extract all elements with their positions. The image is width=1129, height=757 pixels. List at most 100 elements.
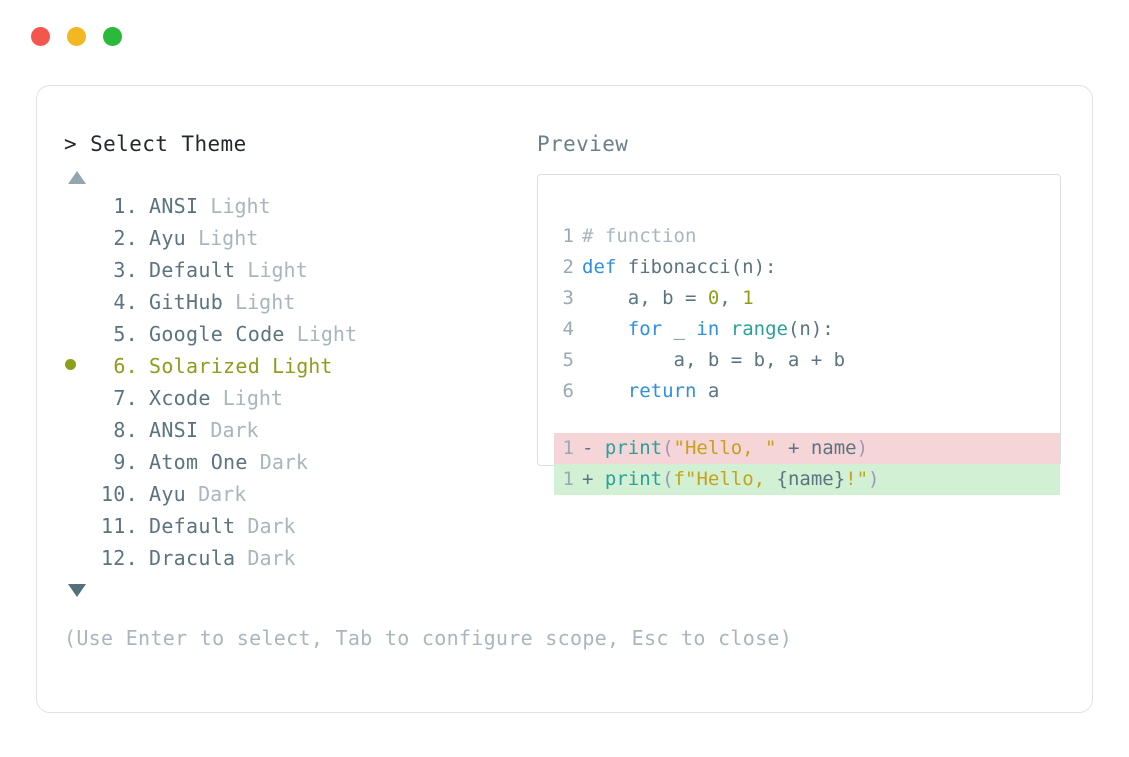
theme-item-variant: Dark [235,546,296,570]
theme-item-index: 1. [113,194,138,218]
code-token: !" [845,468,869,490]
theme-list-item[interactable]: 7. Xcode Light [64,382,534,414]
theme-list-item[interactable]: 9. Atom One Dark [64,446,534,478]
theme-list-item[interactable]: 8. ANSI Dark [64,414,534,446]
theme-list-item[interactable]: 3.Default Light [64,254,534,286]
theme-item-index: 7. [113,386,138,410]
code-line: 5 a, b = b, a + b [554,345,1060,376]
code-line-content: a, b = 0, 1 [582,283,754,314]
code-token: fibonacci [627,256,731,278]
theme-item-name: Xcode [149,386,211,410]
theme-item-name: ANSI [149,418,199,442]
diff-line-content: print("Hello, " + name) [605,433,868,464]
theme-item-variant: Dark [247,450,308,474]
selected-dot-icon [65,359,76,370]
diff-line-added: 1 + print(f"Hello, {name}!") [554,464,1060,495]
diff-line-deleted: 1- print("Hello, " + name) [554,433,1060,464]
diff-line-content: print(f"Hello, {name}!") [605,464,880,495]
diff-sign: + [582,468,605,490]
line-number: 5 [562,349,574,371]
preview-heading: Preview [537,132,629,156]
preview-column: Preview [537,129,1067,159]
code-token [582,318,628,340]
minimize-window-button[interactable] [67,27,86,46]
theme-item-name: Ayu [149,226,187,250]
code-line: 6 return a [554,376,1060,407]
theme-list-item[interactable]: 11. Default Dark [64,510,534,542]
theme-list-item[interactable]: 6.Solarized Light [64,350,534,382]
prompt-symbol: > [64,132,78,156]
code-line-content: return a [582,376,720,407]
theme-item-variant: Light [223,290,296,314]
selected-indicator-icon [64,350,90,382]
page-title: Select Theme [90,132,247,156]
scroll-down-icon[interactable] [68,584,86,597]
theme-item-variant: Dark [235,514,296,538]
code-line-content: for _ in range(n): [582,314,834,345]
code-line-content: # function [582,221,696,252]
theme-item-variant: Light [210,386,283,410]
theme-item-name: Google Code [149,322,285,346]
line-number: 6 [562,380,574,402]
theme-item-index: 12. [100,546,138,570]
code-token: {name} [776,468,846,490]
theme-item-name: ANSI [149,194,199,218]
theme-list-item[interactable]: 12. Dracula Dark [64,542,534,574]
code-token: 0 [707,287,720,309]
code-token: range [730,318,788,340]
keyboard-hint: (Use Enter to select, Tab to configure s… [64,626,793,650]
code-token: ( [662,437,674,459]
theme-item-name: Ayu [149,482,187,506]
code-token: a, b = b, a + b [582,349,846,371]
theme-item-variant: Light [198,194,271,218]
code-token: return [627,380,697,402]
code-token: in [696,318,720,340]
code-line-content: a, b = b, a + b [582,345,846,376]
theme-list-item[interactable]: 1. ANSI Light [64,190,534,222]
theme-item-index: 6. [113,354,138,378]
theme-item-name: Dracula [149,546,236,570]
scroll-up-icon[interactable] [68,171,86,184]
code-token [582,380,628,402]
code-token: def [582,256,628,278]
theme-list-item[interactable]: 4.GitHub Light [64,286,534,318]
theme-item-index: 8. [113,418,138,442]
code-token: print [604,468,663,490]
theme-item-variant: Light [235,258,308,282]
code-line-content: def fibonacci(n): [582,252,776,283]
line-number: 1 [562,468,574,490]
theme-item-index: 10. [100,482,138,506]
code-token: # function [582,225,697,247]
code-token: a [696,380,720,402]
code-token: ) [856,437,869,459]
theme-list-item[interactable]: 2.Ayu Light [64,222,534,254]
diff-block: 1- print("Hello, " + name)1+ print(f"Hel… [538,433,1060,495]
diff-sign: - [582,437,605,459]
code-token: ) [868,468,880,490]
theme-list-item[interactable]: 5. Google Code Light [64,318,534,350]
theme-item-name: Atom One [149,450,248,474]
theme-item-index: 3. [113,258,138,282]
code-token: f [673,468,685,490]
theme-item-index: 11. [100,514,138,538]
line-number: 3 [562,287,574,309]
theme-item-variant: Light [284,322,358,346]
theme-item-variant: Dark [186,482,247,506]
maximize-window-button[interactable] [103,27,122,46]
theme-item-index: 5. [113,322,138,346]
close-window-button[interactable] [31,27,50,46]
theme-item-index: 9. [113,450,138,474]
theme-select-heading: > Select Theme [64,129,534,159]
code-token: a, b = [582,287,708,309]
theme-item-name: Solarized [149,354,261,378]
code-token: "Hello, [685,468,777,490]
code-token: 1 [742,287,754,309]
code-token: (n): [730,256,777,278]
theme-list-item[interactable]: 10. Ayu Dark [64,478,534,510]
theme-item-variant: Dark [198,418,259,442]
theme-item-name: Default [149,514,236,538]
code-token: "Hello, " [673,437,777,459]
